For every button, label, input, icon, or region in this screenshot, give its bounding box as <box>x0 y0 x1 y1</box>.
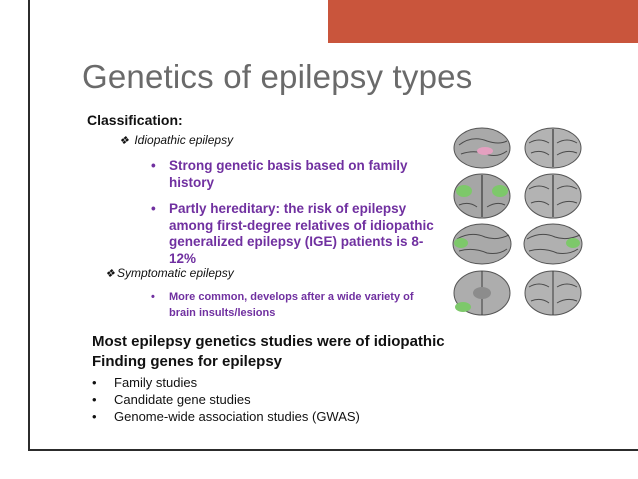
statement-finding-genes: Finding genes for epilepsy <box>92 353 283 370</box>
brain-view <box>452 223 512 265</box>
brain-view <box>524 270 582 316</box>
symptomatic-bullet: More common, develops after a wide varie… <box>151 289 441 321</box>
symptomatic-label: Symptomatic epilepsy <box>117 266 234 280</box>
method-item: Candidate gene studies <box>92 391 360 408</box>
idiopathic-item: ❖ Idiopathic epilepsy <box>119 133 233 147</box>
symptomatic-bullets: More common, develops after a wide varie… <box>151 289 441 321</box>
brain-view <box>524 173 582 219</box>
method-item: Family studies <box>92 374 360 391</box>
idiopathic-bullet: Strong genetic basis based on family his… <box>151 158 436 191</box>
symptomatic-item: ❖Symptomatic epilepsy <box>105 266 234 280</box>
brain-view <box>453 127 511 169</box>
brain-view <box>453 173 511 219</box>
diamond-bullet-icon: ❖ <box>105 268 115 280</box>
brain-view <box>453 270 511 316</box>
idiopathic-label: Idiopathic epilepsy <box>134 133 234 147</box>
statement-idiopathic: Most epilepsy genetics studies were of i… <box>92 333 445 350</box>
brain-view <box>523 223 583 265</box>
idiopathic-bullet: Partly hereditary: the risk of epilepsy … <box>151 201 436 267</box>
classification-heading: Classification: <box>87 112 183 128</box>
slide-frame <box>28 0 638 451</box>
brain-view <box>524 127 582 169</box>
studies-summary: Most epilepsy genetics studies were of i… <box>92 332 445 372</box>
method-item: Genome-wide association studies (GWAS) <box>92 408 360 425</box>
methods-list: Family studies Candidate gene studies Ge… <box>92 374 360 425</box>
idiopathic-bullets: Strong genetic basis based on family his… <box>151 158 436 277</box>
accent-bar <box>328 0 638 43</box>
slide-title: Genetics of epilepsy types <box>82 58 473 95</box>
brain-scan-image <box>447 121 589 321</box>
diamond-bullet-icon: ❖ <box>119 135 129 147</box>
